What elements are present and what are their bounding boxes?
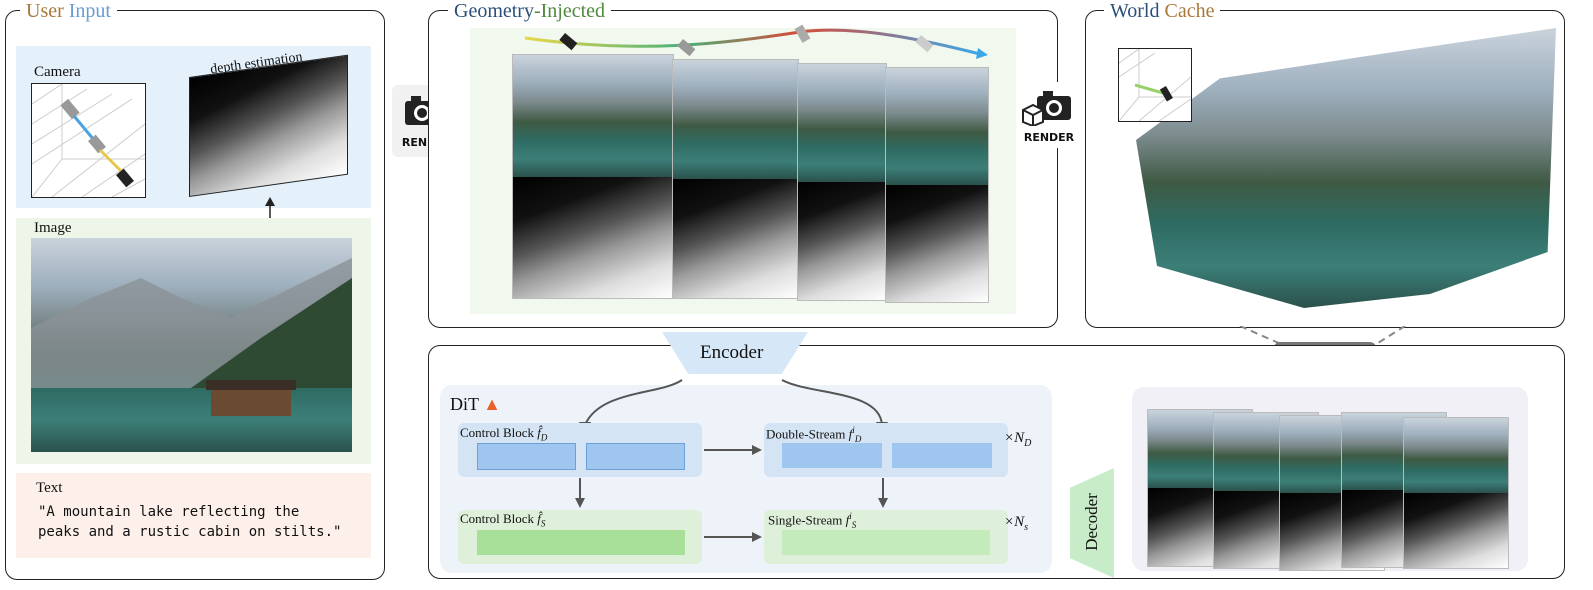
cbs-sym: f̂ — [537, 511, 541, 526]
nd-text: ×N — [1004, 430, 1025, 446]
grid-cube-icon — [31, 83, 146, 198]
control-block-s-label: Control Block f̂S — [460, 511, 545, 529]
lake-scene-illustration — [31, 258, 352, 416]
control-block-d-cell-1 — [477, 443, 576, 470]
world-cache-title: World Cache — [1104, 0, 1221, 22]
ns-text: ×N — [1004, 514, 1025, 530]
title-user: User — [26, 0, 64, 22]
nd-label: ×ND — [1004, 430, 1031, 449]
camera-cube-icon — [1022, 91, 1071, 128]
cbd-sym: f̂ — [537, 425, 541, 440]
cbs-sub: S — [540, 518, 546, 529]
title-world: World — [1110, 0, 1160, 22]
ds-sym: f — [848, 426, 853, 442]
camera-trajectory-arrow — [524, 24, 988, 59]
prompt-line-1: "A mountain lake reflecting the — [38, 504, 300, 520]
ss-sym: f — [845, 512, 850, 528]
double-stream-label: Double-Stream fiD — [766, 425, 861, 444]
geometry-injected-title: Geometry-Injected — [448, 0, 612, 22]
dit-internal-arrows — [575, 445, 888, 542]
double-stream-cell-2 — [892, 443, 992, 468]
single-stream-label: Single-Stream fiS — [768, 511, 856, 530]
dit-text: DiT — [450, 394, 479, 414]
ns-label: ×Ns — [1004, 514, 1028, 533]
ds-sub: D — [854, 433, 862, 444]
depth-estimation-image — [189, 54, 348, 197]
user-input-title: User Input — [20, 0, 117, 22]
control-block-s-cell — [477, 530, 685, 555]
encoder-label: Encoder — [700, 342, 764, 363]
camera-trajectory-graphic — [31, 83, 146, 198]
project-connector — [1239, 326, 1406, 349]
dit-label: DiT ▲ — [450, 394, 501, 415]
grid-cube-icon — [1118, 48, 1192, 122]
control-block-d-label: Control Block f̂D — [460, 425, 547, 443]
image-label: Image — [34, 220, 72, 236]
geometry-frame-2 — [673, 60, 798, 298]
encoder-block — [662, 332, 808, 374]
prompt-line-2: peaks and a rustic cabin on stilts." — [38, 524, 342, 540]
ss-sub: S — [851, 519, 857, 530]
ss-text: Single-Stream — [768, 512, 843, 528]
single-stream-cell — [782, 530, 990, 555]
world-cache-camera-inset — [1118, 48, 1192, 122]
render-right-badge: RENDER — [1016, 82, 1082, 148]
geometry-frame-4 — [886, 68, 988, 302]
text-label: Text — [36, 480, 63, 496]
nd-sub: D — [1024, 438, 1032, 449]
title-geometry: Geometry — [454, 0, 534, 22]
camera-label: Camera — [34, 64, 81, 80]
output-frame-5 — [1404, 418, 1508, 568]
geometry-frame-3 — [798, 64, 886, 300]
control-block-d-cell-2 — [586, 443, 685, 470]
geometry-frame-1 — [513, 55, 673, 298]
cbd-text: Control Block — [460, 425, 535, 440]
lake-photo — [31, 238, 352, 452]
fire-icon: ▲ — [483, 394, 501, 414]
double-stream-cell-1 — [782, 443, 882, 468]
title-injected: -Injected — [533, 0, 606, 22]
title-cache: Cache — [1164, 0, 1215, 22]
ds-sup: i — [852, 425, 855, 435]
ss-sup: i — [849, 511, 852, 521]
decoder-block — [1070, 468, 1114, 578]
render-right-label: RENDER — [1023, 131, 1075, 144]
cbs-text: Control Block — [460, 511, 535, 526]
text-region — [16, 473, 371, 558]
ds-text: Double-Stream — [766, 426, 846, 442]
ns-sub: s — [1024, 522, 1029, 533]
title-input: Input — [68, 0, 111, 22]
decoder-label: Decoder — [1082, 493, 1101, 551]
cbd-sub: D — [540, 432, 548, 443]
